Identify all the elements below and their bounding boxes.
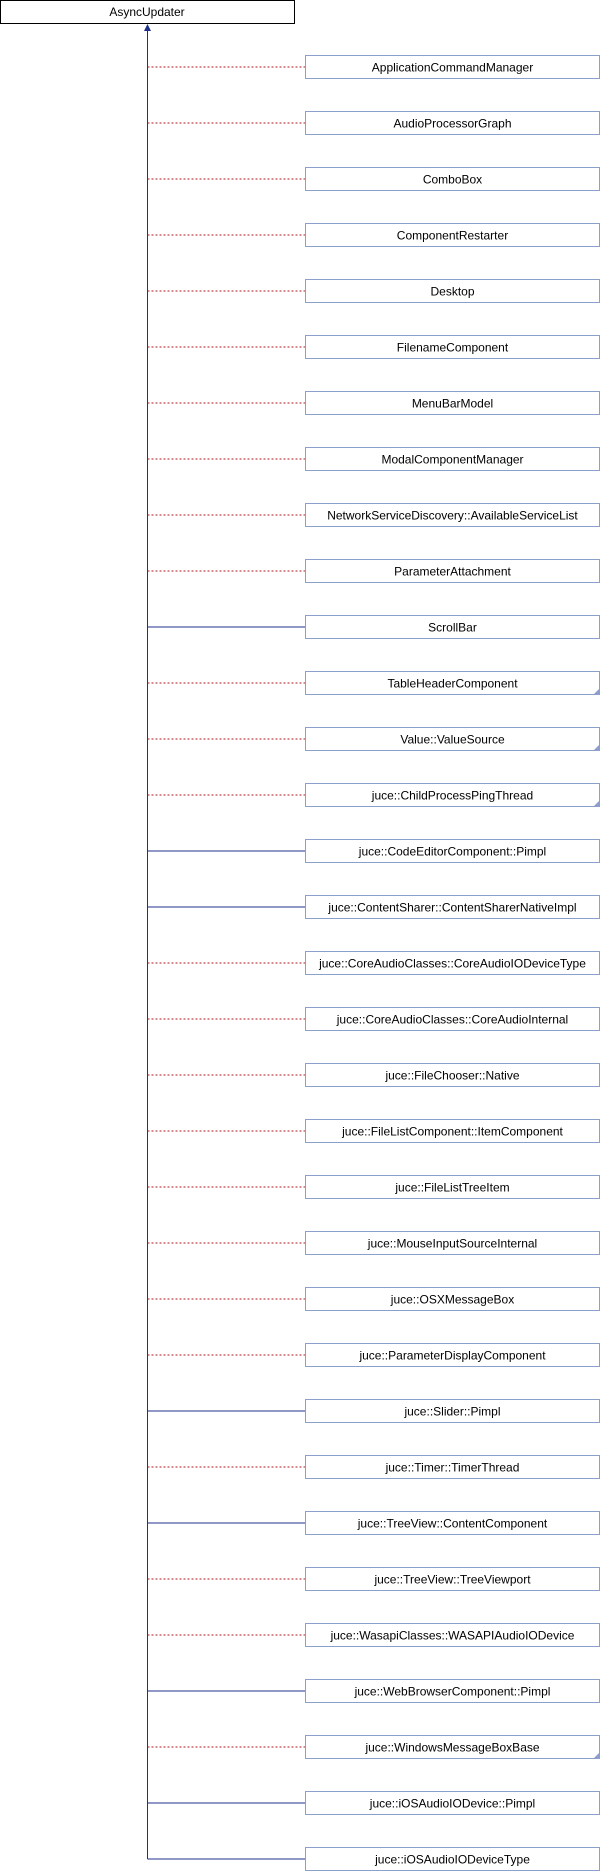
class-node-juce-coreaudioclasses-coreaudiointernal[interactable]: juce::CoreAudioClasses::CoreAudioInterna…: [305, 1007, 600, 1031]
class-node-juce-wasapiclasses-wasapiaudioiodevice[interactable]: juce::WasapiClasses::WASAPIAudioIODevice: [305, 1623, 600, 1647]
class-node-label: Desktop: [430, 285, 474, 299]
class-node-juce-filelisttreeitem[interactable]: juce::FileListTreeItem: [305, 1175, 600, 1199]
class-node-label: ApplicationCommandManager: [372, 61, 533, 75]
class-node-label: AudioProcessorGraph: [393, 117, 511, 131]
class-node-juce-filechooser-native[interactable]: juce::FileChooser::Native: [305, 1063, 600, 1087]
truncated-corner-icon: [593, 800, 600, 807]
class-node-label: juce::Timer::TimerThread: [385, 1461, 520, 1475]
class-node-juce-iosaudioiodevicetype[interactable]: juce::iOSAudioIODeviceType: [305, 1847, 600, 1871]
class-node-juce-contentsharer-contentsharernativeimpl[interactable]: juce::ContentSharer::ContentSharerNative…: [305, 895, 600, 919]
class-node-tableheadercomponent[interactable]: TableHeaderComponent: [305, 671, 600, 695]
class-node-juce-timer-timerthread[interactable]: juce::Timer::TimerThread: [305, 1455, 600, 1479]
class-node-label: juce::CodeEditorComponent::Pimpl: [358, 845, 546, 859]
class-node-label: juce::iOSAudioIODeviceType: [374, 1853, 530, 1867]
class-node-label: juce::FileChooser::Native: [384, 1069, 519, 1083]
class-node-label: juce::CoreAudioClasses::CoreAudioIODevic…: [318, 957, 586, 971]
class-node-juce-treeview-contentcomponent[interactable]: juce::TreeView::ContentComponent: [305, 1511, 600, 1535]
class-node-label: juce::WindowsMessageBoxBase: [364, 1741, 539, 1755]
class-node-label: juce::TreeView::ContentComponent: [357, 1517, 548, 1531]
class-node-juce-windowsmessageboxbase[interactable]: juce::WindowsMessageBoxBase: [305, 1735, 600, 1759]
class-node-label: juce::FileListTreeItem: [394, 1181, 509, 1195]
nodes-layer: ApplicationCommandManagerAudioProcessorG…: [305, 55, 600, 1871]
class-node-juce-iosaudioiodevice-pimpl[interactable]: juce::iOSAudioIODevice::Pimpl: [305, 1791, 600, 1815]
root-node-label: AsyncUpdater: [109, 5, 184, 19]
class-node-parameterattachment[interactable]: ParameterAttachment: [305, 559, 600, 583]
class-node-label: juce::OSXMessageBox: [390, 1293, 514, 1307]
class-node-label: juce::WasapiClasses::WASAPIAudioIODevice: [330, 1629, 575, 1643]
class-node-scrollbar[interactable]: ScrollBar: [305, 615, 600, 639]
class-node-label: juce::WebBrowserComponent::Pimpl: [354, 1685, 551, 1699]
inheritance-arrow-icon: [144, 24, 151, 31]
class-node-networkservicediscovery-availableservicelist[interactable]: NetworkServiceDiscovery::AvailableServic…: [305, 503, 600, 527]
class-node-juce-slider-pimpl[interactable]: juce::Slider::Pimpl: [305, 1399, 600, 1423]
class-node-label: Value::ValueSource: [400, 733, 505, 747]
class-node-label: ComboBox: [423, 173, 482, 187]
class-node-label: ModalComponentManager: [381, 453, 523, 467]
class-node-componentrestarter[interactable]: ComponentRestarter: [305, 223, 600, 247]
class-node-label: juce::MouseInputSourceInternal: [367, 1237, 537, 1251]
class-node-label: ComponentRestarter: [397, 229, 508, 243]
class-node-filenamecomponent[interactable]: FilenameComponent: [305, 335, 600, 359]
class-node-label: juce::ChildProcessPingThread: [371, 789, 533, 803]
class-node-label: juce::ParameterDisplayComponent: [358, 1349, 546, 1363]
edges-layer: [144, 24, 306, 1860]
truncated-corner-icon: [593, 744, 600, 751]
class-node-applicationcommandmanager[interactable]: ApplicationCommandManager: [305, 55, 600, 79]
truncated-corner-icon: [593, 688, 600, 695]
class-node-juce-webbrowsercomponent-pimpl[interactable]: juce::WebBrowserComponent::Pimpl: [305, 1679, 600, 1703]
class-node-menubarmodel[interactable]: MenuBarModel: [305, 391, 600, 415]
class-node-juce-codeeditorcomponent-pimpl[interactable]: juce::CodeEditorComponent::Pimpl: [305, 839, 600, 863]
class-node-juce-filelistcomponent-itemcomponent[interactable]: juce::FileListComponent::ItemComponent: [305, 1119, 600, 1143]
class-node-value-valuesource[interactable]: Value::ValueSource: [305, 727, 600, 751]
class-node-combobox[interactable]: ComboBox: [305, 167, 600, 191]
class-node-label: juce::Slider::Pimpl: [403, 1405, 500, 1419]
class-node-label: FilenameComponent: [397, 341, 509, 355]
class-node-juce-coreaudioclasses-coreaudioiodevicetype[interactable]: juce::CoreAudioClasses::CoreAudioIODevic…: [305, 951, 600, 975]
root-node-box: [0, 0, 295, 24]
root-node-asyncupdater[interactable]: AsyncUpdater: [0, 0, 295, 24]
class-node-label: ParameterAttachment: [394, 565, 511, 579]
class-node-juce-osxmessagebox[interactable]: juce::OSXMessageBox: [305, 1287, 600, 1311]
class-node-label: juce::ContentSharer::ContentSharerNative…: [327, 901, 576, 915]
class-node-label: NetworkServiceDiscovery::AvailableServic…: [327, 509, 578, 523]
class-node-modalcomponentmanager[interactable]: ModalComponentManager: [305, 447, 600, 471]
truncated-corner-icon: [593, 1752, 600, 1759]
class-node-juce-parameterdisplaycomponent[interactable]: juce::ParameterDisplayComponent: [305, 1343, 600, 1367]
class-node-label: TableHeaderComponent: [387, 677, 518, 691]
class-node-label: juce::TreeView::TreeViewport: [373, 1573, 531, 1587]
class-node-label: juce::FileListComponent::ItemComponent: [341, 1125, 563, 1139]
class-node-label: MenuBarModel: [412, 397, 493, 411]
class-node-juce-childprocesspingthread[interactable]: juce::ChildProcessPingThread: [305, 783, 600, 807]
class-node-desktop[interactable]: Desktop: [305, 279, 600, 303]
class-node-audioprocessorgraph[interactable]: AudioProcessorGraph: [305, 111, 600, 135]
class-node-label: juce::CoreAudioClasses::CoreAudioInterna…: [336, 1013, 568, 1027]
class-node-label: ScrollBar: [428, 621, 477, 635]
class-node-juce-treeview-treeviewport[interactable]: juce::TreeView::TreeViewport: [305, 1567, 600, 1591]
class-node-label: juce::iOSAudioIODevice::Pimpl: [369, 1797, 535, 1811]
class-node-juce-mouseinputsourceinternal[interactable]: juce::MouseInputSourceInternal: [305, 1231, 600, 1255]
